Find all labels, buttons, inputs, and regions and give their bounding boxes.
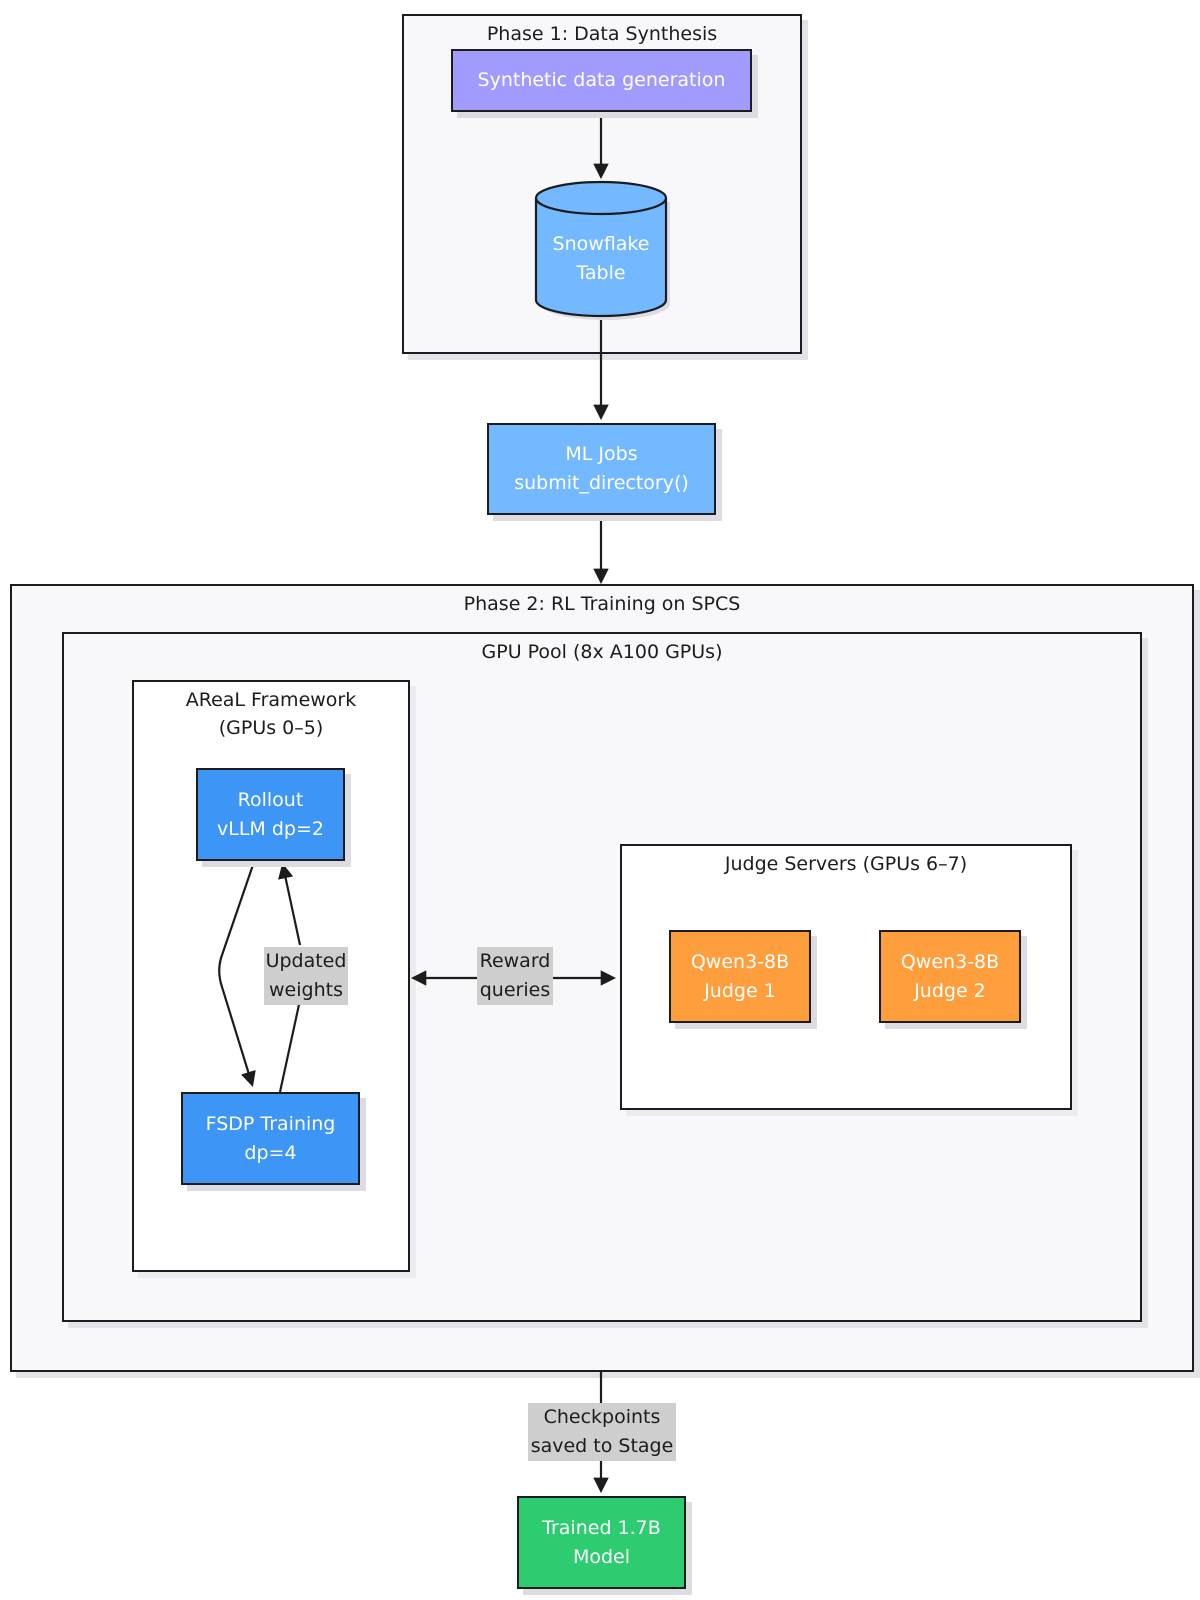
fsdp-training-node: FSDP Training dp=4 bbox=[181, 1092, 360, 1185]
rollout-node: Rollout vLLM dp=2 bbox=[196, 768, 345, 861]
reward-queries-label: Reward queries bbox=[477, 947, 553, 1005]
areal-title: AReaL Framework (GPUs 0–5) bbox=[185, 689, 357, 739]
arrow-rollout-to-fsdp bbox=[218, 861, 256, 1087]
qwen-judge-2-node: Qwen3-8B Judge 2 bbox=[879, 930, 1021, 1023]
trained-model-node: Trained 1.7B Model bbox=[517, 1496, 686, 1589]
gpu-pool-title: GPU Pool (8x A100 GPUs) bbox=[481, 641, 723, 663]
phase1-title: Phase 1: Data Synthesis bbox=[486, 23, 718, 45]
phase2-title: Phase 2: RL Training on SPCS bbox=[463, 593, 741, 615]
ml-jobs-node: ML Jobs submit_directory() bbox=[487, 423, 716, 515]
judge-servers-title: Judge Servers (GPUs 6–7) bbox=[724, 853, 968, 875]
snowflake-table-node: Snowflake Table bbox=[532, 180, 670, 320]
arrow-fsdp-to-rollout bbox=[280, 866, 302, 1093]
snowflake-table-label: Snowflake Table bbox=[552, 233, 650, 284]
checkpoints-label: Checkpoints saved to Stage bbox=[528, 1403, 676, 1461]
synthetic-data-node: Synthetic data generation bbox=[451, 49, 752, 112]
cylinder-shape bbox=[534, 180, 670, 320]
qwen-judge-1-node: Qwen3-8B Judge 1 bbox=[669, 930, 811, 1023]
updated-weights-label: Updated weights bbox=[264, 947, 348, 1005]
